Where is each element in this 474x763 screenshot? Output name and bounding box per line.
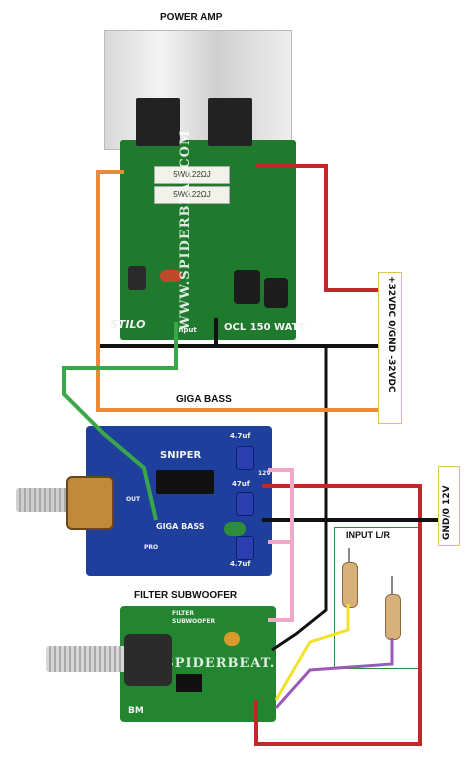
transistor-left (136, 98, 180, 146)
supply-label-amp: +32VDC 0/GND -32VDC (386, 276, 396, 393)
power-amp-board: 5W0.22ΩJ 5W0.22ΩJ STILO OCL 150 WATT inp… (96, 30, 305, 340)
wire-ground-down (271, 346, 328, 652)
capacitor-red (160, 270, 182, 282)
capacitor-big-1 (234, 270, 260, 304)
supply-box-12v (438, 466, 460, 546)
label-input-lr: INPUT L/R (346, 530, 390, 540)
power-resistor-2: 5W0.22ΩJ (154, 186, 230, 204)
bass-brand: SNIPER (160, 450, 202, 461)
input-resistor-left (342, 562, 358, 608)
amp-input-label: input (176, 326, 197, 334)
transistor-right (208, 98, 252, 146)
label-filter-subwoofer: FILTER SUBWOOFER (134, 590, 238, 601)
filter-title-1: FILTER (172, 610, 194, 617)
wire-pink-1 (268, 468, 294, 544)
bass-cap-2 (236, 492, 254, 516)
wire-positive-32v (255, 164, 378, 292)
capacitor-big-2 (264, 278, 288, 308)
wire-12v (254, 484, 422, 746)
bass-pin-12v: 12V (258, 470, 271, 477)
wire-green-signal (62, 322, 178, 521)
bass-cap-1 (236, 446, 254, 470)
heatsink (104, 30, 292, 150)
wire-yellow (274, 604, 350, 701)
bass-cap-bottom: 4.7uf (230, 560, 251, 568)
filter-title-2: SUBWOOFER (172, 618, 216, 625)
filter-ic (176, 674, 202, 692)
ic-chip (156, 470, 214, 494)
filter-tag: BM (128, 706, 144, 716)
giga-bass-board: SNIPER GIGA BASS 4.7uf 47uf 4.7uf 12V OU… (86, 426, 272, 576)
bass-cap-mid: 47uf (232, 480, 250, 488)
wire-pink-2 (268, 542, 294, 622)
supply-box-amp (378, 272, 402, 424)
bass-pin-out: OUT (126, 496, 141, 503)
supply-label-12v: GND/0 12V (442, 485, 452, 540)
label-power-amp: POWER AMP (160, 12, 223, 23)
filter-cap (224, 632, 240, 646)
bass-pot-body (66, 476, 114, 530)
bass-name: GIGA BASS (156, 522, 205, 531)
bass-cap-top: 4.7uf (230, 432, 251, 440)
label-giga-bass: GIGA BASS (176, 394, 232, 405)
capacitor-small-1 (128, 266, 146, 290)
amp-model: OCL 150 WATT (224, 322, 306, 333)
amp-brand: STILO (110, 318, 146, 331)
bass-pin-pro: PRO (144, 544, 159, 551)
filter-pot-body (124, 634, 172, 686)
bass-pot-shaft[interactable] (16, 488, 70, 512)
power-resistor-1: 5W0.22ΩJ (154, 166, 230, 184)
filter-pot-shaft[interactable] (46, 646, 128, 672)
wire-negative-32v (96, 170, 378, 412)
bass-cap-3 (236, 536, 254, 560)
wire-purple (274, 638, 394, 710)
bass-green-cap (224, 522, 246, 536)
